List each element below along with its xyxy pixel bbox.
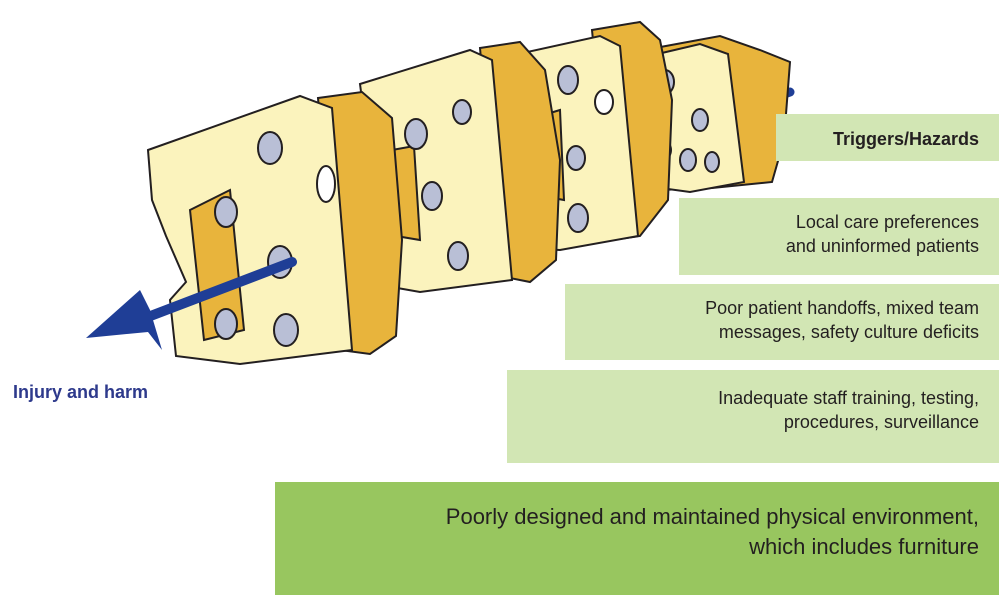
environment-line-1: Poorly designed and maintained physical … (275, 502, 979, 532)
handoffs-line-2: messages, safety culture deficits (565, 320, 979, 344)
triggers-hazards-label: Triggers/Hazards (776, 129, 979, 150)
handoffs-box: Poor patient handoffs, mixed team messag… (565, 284, 999, 360)
local-care-box: Local care preferences and uninformed pa… (679, 198, 999, 275)
local-care-line-1: Local care preferences (679, 210, 979, 234)
cheese-slice-icon (148, 92, 402, 364)
training-line-1: Inadequate staff training, testing, (507, 386, 979, 410)
environment-line-2: which includes furniture (275, 532, 979, 562)
triggers-hazards-box: Triggers/Hazards (776, 114, 999, 161)
training-line-2: procedures, surveillance (507, 410, 979, 434)
environment-box: Poorly designed and maintained physical … (275, 482, 999, 595)
training-box: Inadequate staff training, testing, proc… (507, 370, 999, 463)
handoffs-line-1: Poor patient handoffs, mixed team (565, 296, 979, 320)
outcome-label: Injury and harm (13, 382, 148, 403)
local-care-line-2: and uninformed patients (679, 234, 979, 258)
